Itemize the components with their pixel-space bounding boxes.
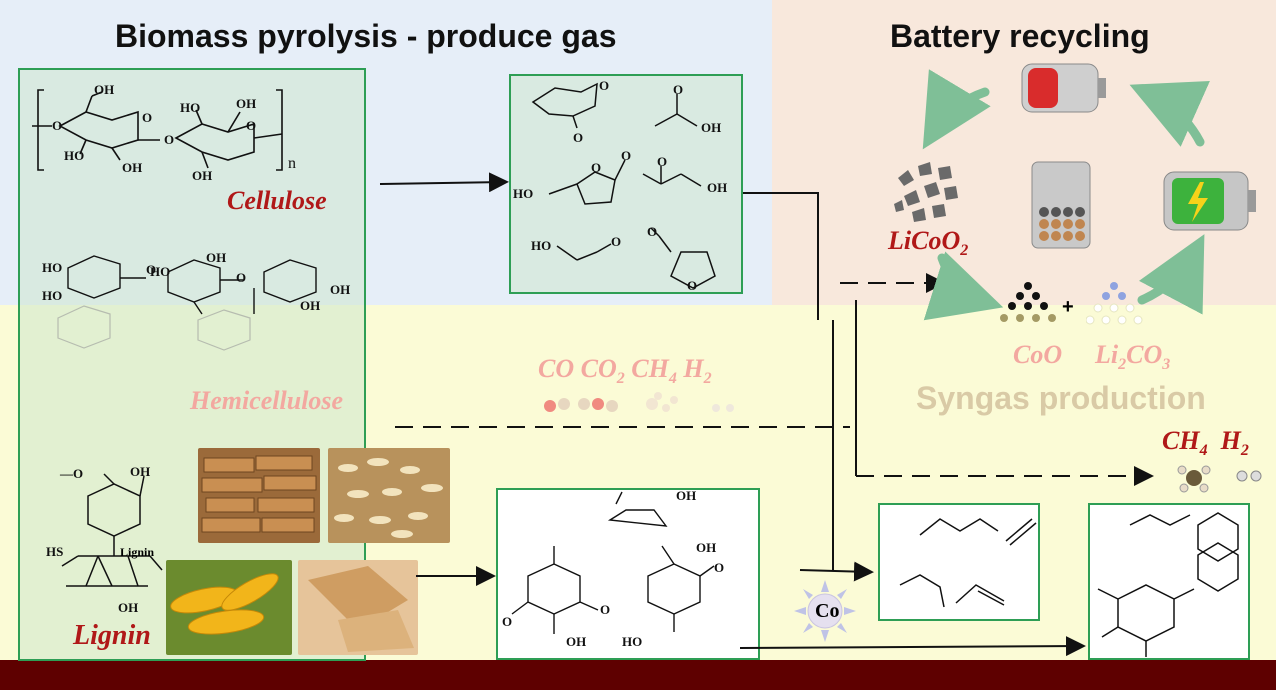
co-catalyst-icon bbox=[794, 580, 856, 642]
syngas-title: Syngas production bbox=[916, 380, 1206, 416]
svg-text:HO: HO bbox=[150, 264, 170, 279]
svg-text:O: O bbox=[502, 614, 512, 629]
gas-molecule-icons bbox=[544, 392, 734, 412]
svg-text:HO: HO bbox=[42, 288, 62, 303]
li2co3-particles-icon bbox=[1086, 282, 1143, 325]
svg-text:OH: OH bbox=[676, 490, 696, 503]
svg-text:O: O bbox=[52, 118, 62, 133]
hydrocarbon-box-2 bbox=[1088, 503, 1250, 660]
wood-photo bbox=[198, 448, 320, 543]
svg-text:O: O bbox=[246, 118, 256, 133]
svg-text:O: O bbox=[599, 78, 609, 93]
svg-text:OH: OH bbox=[566, 634, 586, 649]
hydrocarbon-molecules-2 bbox=[1097, 512, 1239, 657]
svg-text:O: O bbox=[146, 262, 156, 277]
rice-husk-photo bbox=[328, 448, 450, 543]
cellulose-structure: OH O O HO OH O HO OH O OH n bbox=[32, 82, 296, 183]
svg-text:HO: HO bbox=[622, 634, 642, 649]
svg-text:O: O bbox=[687, 278, 697, 292]
svg-text:O: O bbox=[573, 130, 583, 145]
svg-text:OH: OH bbox=[707, 180, 727, 195]
bottom-bar bbox=[0, 660, 1276, 690]
svg-text:O: O bbox=[600, 602, 610, 617]
svg-text:OH: OH bbox=[330, 282, 350, 297]
svg-text:O: O bbox=[647, 224, 657, 239]
svg-text:O: O bbox=[611, 234, 621, 249]
svg-text:O: O bbox=[673, 82, 683, 97]
battery-charged-icon bbox=[1163, 171, 1256, 231]
svg-text:OH: OH bbox=[122, 160, 142, 175]
pyrolysis-molecules: O O O OH HO O O O OH HO O O O bbox=[513, 78, 727, 292]
biomass-title: Biomass pyrolysis - produce gas bbox=[115, 18, 617, 54]
lignin-structure: —O OH HS OH bbox=[46, 464, 163, 615]
gas-labels-top: CO CO2 CH4 H2 bbox=[538, 354, 712, 388]
licoo2-label: LiCoO2 bbox=[888, 226, 969, 260]
co-catalyst-label: Co bbox=[815, 600, 840, 622]
corn-photo bbox=[166, 560, 292, 655]
lignin-products-molecules: OH OH O O OH O HO bbox=[502, 490, 724, 649]
lignin-products-box bbox=[496, 488, 760, 660]
gas-labels-right: CH4 H2 bbox=[1162, 426, 1249, 460]
coo-label: CoO bbox=[1013, 340, 1063, 369]
svg-text:HS: HS bbox=[46, 544, 63, 559]
svg-text:HO: HO bbox=[180, 100, 200, 115]
hydrocarbon-molecules-1 bbox=[899, 518, 1037, 608]
svg-text:O: O bbox=[714, 560, 724, 575]
svg-text:O: O bbox=[657, 154, 667, 169]
battery-title: Battery recycling bbox=[890, 18, 1150, 54]
svg-text:OH: OH bbox=[192, 168, 212, 183]
battery-empty-icon bbox=[1021, 63, 1106, 113]
svg-text:HO: HO bbox=[513, 186, 533, 201]
lignin-label: Lignin bbox=[73, 620, 151, 651]
pyrolysis-products-box bbox=[509, 74, 743, 294]
svg-text:HO: HO bbox=[531, 238, 551, 253]
paper-photo bbox=[298, 560, 418, 655]
hemicellulose-structure: HO O HO OH OH O HO OH bbox=[42, 250, 350, 351]
svg-text:OH: OH bbox=[130, 464, 150, 479]
ch4-h2-molecule-icons bbox=[1177, 465, 1262, 493]
svg-text:OH: OH bbox=[118, 600, 138, 615]
svg-text:HO: HO bbox=[64, 148, 84, 163]
svg-text:OH: OH bbox=[300, 298, 320, 313]
svg-text:OH: OH bbox=[696, 540, 716, 555]
coo-particles-icon bbox=[1000, 282, 1056, 322]
svg-text:OH: OH bbox=[206, 250, 226, 265]
svg-text:—O: —O bbox=[59, 466, 83, 481]
svg-text:O: O bbox=[591, 160, 601, 175]
plus-sign: + bbox=[1062, 296, 1074, 318]
svg-text:HO: HO bbox=[42, 260, 62, 275]
svg-text:OH: OH bbox=[701, 120, 721, 135]
svg-text:O: O bbox=[142, 110, 152, 125]
hemicellulose-label: Hemicellulose bbox=[190, 386, 344, 415]
svg-text:O: O bbox=[164, 132, 174, 147]
lignin-small-label: Lignin bbox=[120, 545, 155, 559]
svg-text:OH: OH bbox=[236, 96, 256, 111]
hydrocarbon-box-1 bbox=[878, 503, 1040, 621]
svg-text:n: n bbox=[288, 155, 296, 172]
battery-cell-icon bbox=[1031, 161, 1091, 249]
svg-text:O: O bbox=[621, 148, 631, 163]
cellulose-label: Cellulose bbox=[227, 186, 327, 215]
licoo2-particles-icon bbox=[894, 162, 958, 222]
svg-text:O: O bbox=[236, 270, 246, 285]
svg-text:OH: OH bbox=[94, 82, 114, 97]
li2co3-label: Li2CO3 bbox=[1095, 340, 1171, 374]
